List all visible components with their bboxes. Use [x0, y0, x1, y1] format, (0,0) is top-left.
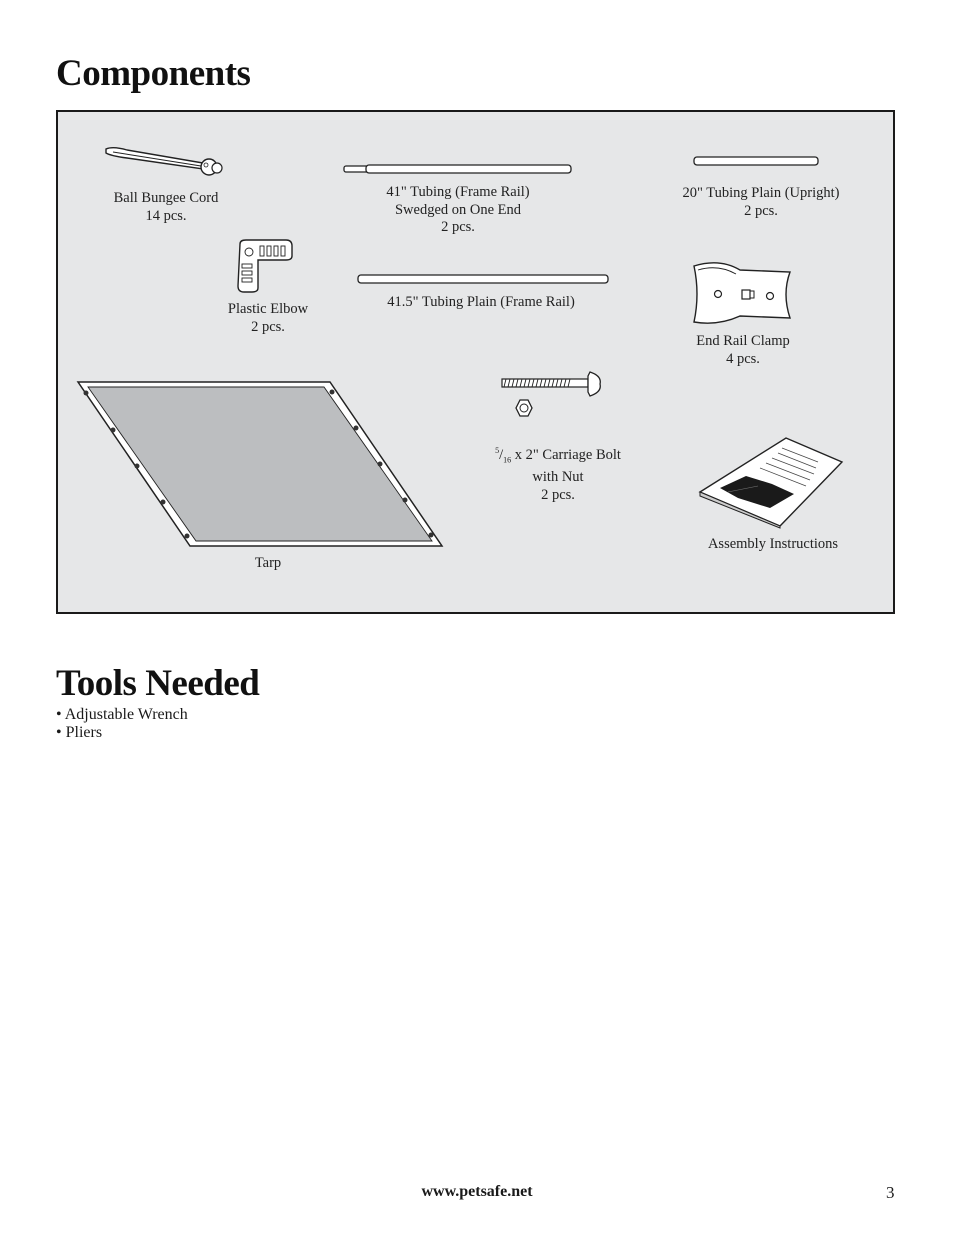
tubing-41-swedged-illustration — [343, 164, 572, 174]
tarp-label: Tarp — [254, 555, 282, 571]
tubing-20-illustration — [693, 156, 819, 166]
tarp-illustration — [76, 381, 444, 547]
tubing-20-label: 20" Tubing Plain (Upright) 2 pcs. — [682, 185, 840, 219]
tools-list: • Adjustable Wrench • Pliers — [56, 706, 188, 741]
assembly-instructions-label: Assembly Instructions — [707, 536, 839, 552]
assembly-instructions-illustration — [698, 437, 844, 529]
tubing-41-5-label: 41.5" Tubing Plain (Frame Rail) — [387, 294, 575, 310]
ball-bungee-cord-label: Ball Bungee Cord 14 pcs. — [113, 190, 219, 224]
tool-item: • Pliers — [56, 723, 103, 741]
plastic-elbow-label: Plastic Elbow 2 pcs. — [227, 301, 309, 335]
tubing-41-label: 41" Tubing (Frame Rail) Swedged on One E… — [386, 184, 530, 235]
page-number: 3 — [886, 1183, 895, 1202]
end-rail-clamp-label: End Rail Clamp 4 pcs. — [696, 333, 790, 367]
components-panel: Ball Bungee Cord 14 pcs. 41" Tubing (Fra… — [56, 110, 895, 614]
tool-item: • Adjustable Wrench — [56, 706, 188, 723]
tools-title: Tools Needed — [56, 663, 260, 704]
components-title: Components — [56, 53, 251, 94]
footer-url[interactable]: www.petsafe.net — [421, 1183, 533, 1200]
carriage-bolt-label: 5/16 x 2" Carriage Bolt with Nut 2 pcs. — [495, 446, 621, 503]
end-rail-clamp-illustration — [693, 262, 791, 324]
ball-bungee-cord-illustration — [105, 147, 223, 176]
plastic-elbow-illustration — [237, 239, 293, 293]
carriage-bolt-illustration — [501, 371, 601, 417]
tubing-41-5-illustration — [357, 274, 609, 284]
